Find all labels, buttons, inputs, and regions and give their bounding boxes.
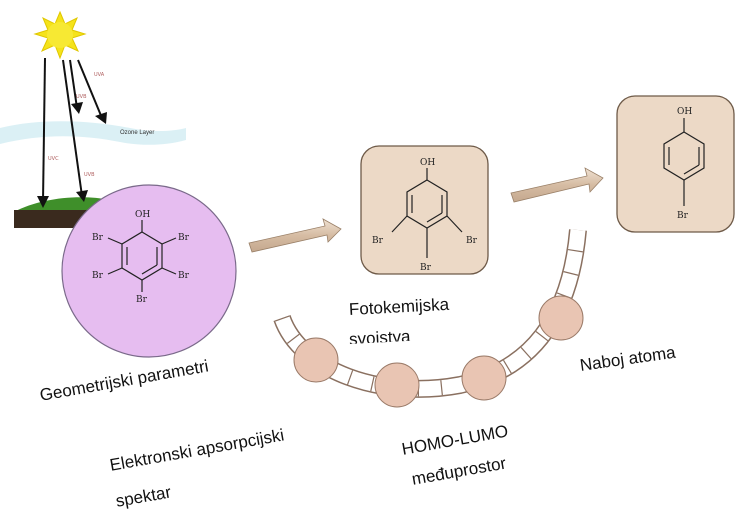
ozone-label: Ozone Layer [120,130,154,136]
arrow-2 [510,167,604,203]
tbp-br-3: Br [178,271,190,281]
tribp-br-2: Br [466,236,478,246]
molecule-ellipse [61,184,237,358]
bead-2 [374,362,420,408]
ray-uvb-2-arrowhead [71,102,83,114]
tribp-oh: OH [420,158,435,168]
tribp-br-1: Br [372,236,384,246]
sun-icon [33,10,87,60]
ray-label-uvb: UVB [84,172,95,178]
bp-br: Br [677,211,689,221]
bead-1 [293,337,339,383]
ray-label-uva: UVA [94,72,105,78]
tbp-oh: OH [135,210,150,220]
ray-label-uvb-2: UVB [76,94,87,100]
molecule-box-bromophenol [616,95,735,233]
tbp-br-5: Br [136,295,148,305]
ray-uvb-2 [69,59,78,109]
ray-uvb-arrowhead [76,190,88,202]
tbp-br-4: Br [92,271,104,281]
tribp-br-3: Br [420,263,432,273]
bead-chain [273,229,587,408]
bead-3 [461,355,507,401]
ray-uva [77,59,103,119]
molecule-tribromophenol [391,168,463,258]
ray-uvb [62,59,83,197]
bp-oh: OH [677,107,692,117]
ozone-layer [0,121,186,145]
molecule-bromophenol [663,118,705,206]
ray-uva-arrowhead [95,112,107,124]
molecule-box-tribromophenol [360,145,489,275]
ray-label-uvc: UVC [48,156,59,162]
bead-4 [538,295,584,341]
arrow-1 [248,218,342,253]
ray-uvc-arrowhead [37,196,49,208]
ray-uvc [42,57,46,203]
tbp-br-1: Br [178,233,190,243]
molecule-tetrabromophenol [107,220,177,292]
tbp-br-2: Br [92,233,104,243]
